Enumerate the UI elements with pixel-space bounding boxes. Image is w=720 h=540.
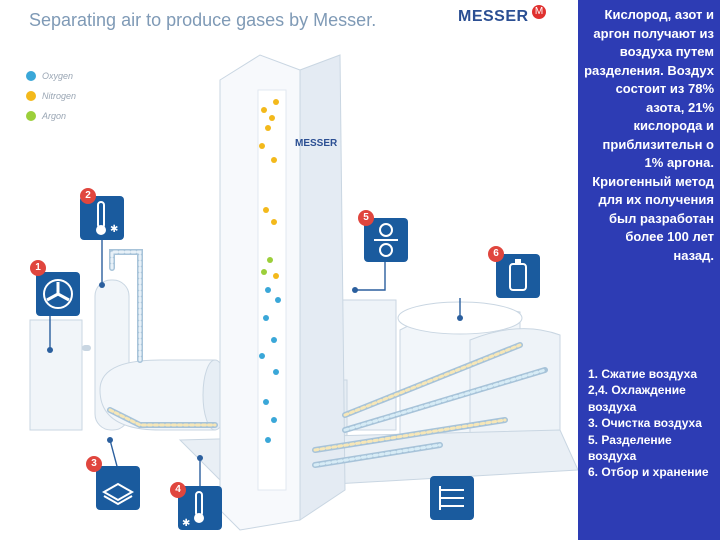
brand-logo: MESSER <box>458 8 529 25</box>
gas-legend: Oxygen Nitrogen Argon <box>26 66 76 126</box>
thermometer-icon: ✱ <box>96 201 118 235</box>
diagram-title: Separating air to produce gases by Messe… <box>29 10 377 30</box>
callout-dots <box>47 282 463 461</box>
cooling2-icon-box: ✱ <box>178 486 222 530</box>
legend-label: Nitrogen <box>42 91 77 101</box>
filter-icon <box>101 482 135 506</box>
purification-vessel <box>99 359 228 431</box>
purification-icon-box <box>96 466 140 510</box>
messer-logo-icon: M <box>532 5 546 19</box>
pipe-manifold-icon <box>439 486 464 510</box>
description-panel: Кислород, азот и аргон получают из возду… <box>578 0 720 540</box>
svg-text:✱: ✱ <box>110 224 118 235</box>
separation-icon-box <box>364 218 408 262</box>
oxygen-dot-icon <box>26 71 36 81</box>
legend-item-nitrogen: Nitrogen <box>26 86 76 106</box>
separation-tower <box>219 54 346 531</box>
marker-4: 4 <box>170 482 186 498</box>
compression-icon-box <box>36 272 80 316</box>
gas-bubbles <box>259 99 281 443</box>
cylinder-icon <box>509 259 527 291</box>
step-item: 5. Разделение воздуха <box>588 432 672 464</box>
separation-icon <box>374 223 398 257</box>
diagram-panel: Separating air to produce gases by Messe… <box>26 5 578 531</box>
step-item: 2,4. Охлаждение воздуха <box>588 383 686 414</box>
step-item: 6. Отбор и хранение <box>588 465 709 480</box>
marker-6: 6 <box>488 246 504 262</box>
nitrogen-dot-icon <box>26 91 36 101</box>
marker-1: 1 <box>30 260 46 276</box>
process-steps: 1. Сжатие воздуха 2,4. Охлаждение воздух… <box>588 366 714 481</box>
distribution-icon-box <box>430 476 474 520</box>
step-item: 3. Очистка воздуха <box>588 416 702 431</box>
svg-text:✱: ✱ <box>182 518 190 529</box>
legend-label: Oxygen <box>42 71 74 81</box>
legend-item-oxygen: Oxygen <box>26 66 76 86</box>
thermometer-snow-icon: ✱ <box>182 491 204 529</box>
pipelines <box>82 249 548 468</box>
storage-icon-box <box>496 254 540 298</box>
argon-dot-icon <box>26 111 36 121</box>
plant-illustration: MESSER <box>29 54 578 531</box>
description-text: Кислород, азот и аргон получают из возду… <box>584 7 714 263</box>
tower-brand-label: MESSER <box>295 138 338 149</box>
step-item: 1. Сжатие воздуха <box>588 367 698 381</box>
marker-5: 5 <box>358 210 374 226</box>
fan-icon <box>43 279 73 309</box>
marker-3: 3 <box>86 456 102 472</box>
legend-item-argon: Argon <box>26 106 76 126</box>
marker-2: 2 <box>80 188 96 204</box>
legend-label: Argon <box>42 111 67 121</box>
